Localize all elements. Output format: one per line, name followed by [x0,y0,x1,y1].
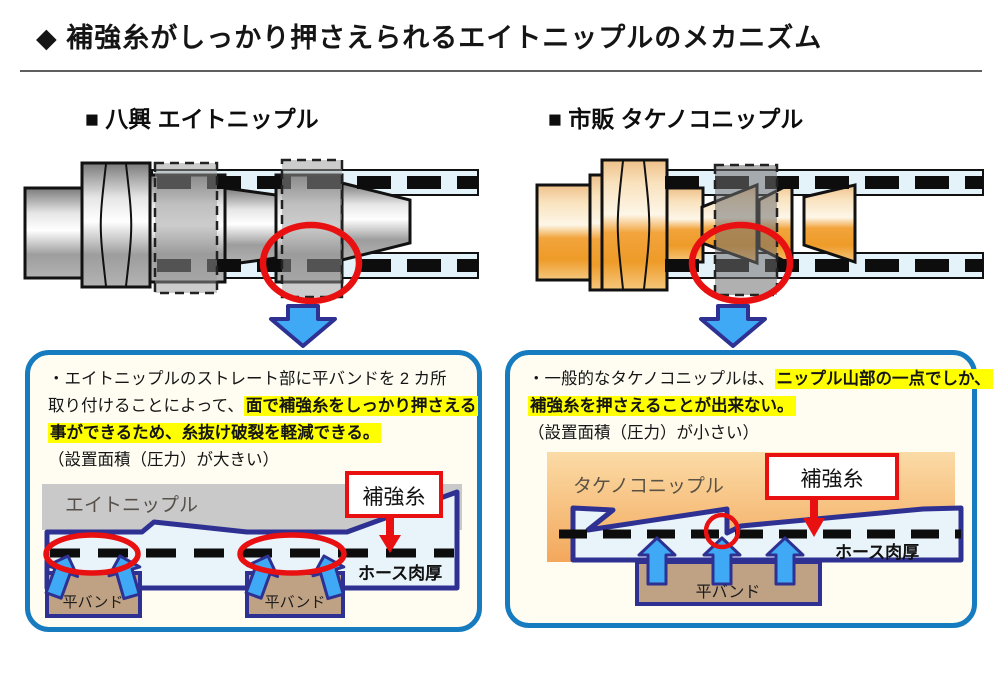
text-line: ・一般的なタケノコニップルは、ニップル山部の一点でしか、 [528,369,993,389]
thread-label: 補強糸 [363,486,426,509]
eight-nipple-cross-section: エイトニップル 平バンド 平バンド 補強糸 ホース肉厚 [42,471,462,618]
highlighted-text: ニップル山部の一点でしか、 [774,369,993,389]
hex-facet-line [125,163,133,287]
highlighted-text: 補強糸を押さえることが出来ない。 [528,396,796,416]
contact-ellipse-1 [43,532,141,576]
barb-cone-3 [802,183,857,265]
text-line: 取り付けることによって、面で補強糸をしっかり押さえる [48,396,479,416]
right-callout-text: ・一般的なタケノコニップルは、ニップル山部の一点でしか、 補強糸を押さえることが… [528,366,993,447]
down-arrow-right [699,304,767,348]
hex-facet-line [643,160,651,290]
highlighted-text: 事ができるため、糸抜け破裂を軽減できる。 [48,423,382,443]
highlighted-text: 面で補強糸をしっかり押さえる [243,396,479,416]
nipple-shaft [23,186,84,280]
hex-facet-line [616,160,624,290]
page-title: ◆ 補強糸がしっかり押さえられるエイトニップルのメカニズム [36,23,823,53]
down-arrow-left [269,304,337,348]
text-line: ・エイトニップルのストレート部に平バンドを 2 カ所 [48,370,447,388]
thread-label-box [765,453,899,500]
contact-ellipse-2 [237,532,347,576]
thread-label: 補強糸 [801,468,864,491]
thread-pointer-arrow [379,516,401,553]
band-label: 平バンド [696,584,761,601]
hex-facet-line [99,163,107,287]
nipple-hex-nut [80,161,152,289]
taper-cone-1 [223,186,278,267]
text-line: 事ができるため、糸抜け破裂を軽減できる。 [48,420,478,447]
nipple-hex-nut [600,158,669,292]
hose-thickness-label: ホース肉厚 [835,542,919,562]
highlight-ellipse [688,221,794,305]
eight-nipple-illustration [23,158,479,305]
press-arrows [637,536,805,586]
right-column-header: ■ 市販 タケノコニップル [548,106,804,132]
hose-thickness-label: ホース肉厚 [358,563,442,583]
band-label-2: 平バンド [265,594,326,611]
contact-point-circle [703,512,741,550]
takenoko-nipple-illustration [535,158,984,305]
band-label-1: 平バンド [63,594,124,611]
thread-pointer-arrow [803,500,825,537]
highlight-ellipse [259,221,363,305]
text-line: （設置面積（圧力）が小さい） [528,424,759,442]
flat-band-1 [153,161,219,295]
nipple-collar [588,173,604,292]
hose-wall-area [570,505,964,563]
thread-label-box [345,471,443,518]
nipple-label: エイトニップル [65,494,198,516]
nipple-shaft [535,183,599,282]
left-callout-text: ・エイトニップルのストレート部に平バンドを 2 カ所 取り付けることによって、面… [48,366,479,474]
left-column-header: ■ 八興 エイトニップル [85,106,319,132]
right-callout-box: ・一般的なタケノコニップルは、ニップル山部の一点でしか、 補強糸を押さえることが… [505,350,993,628]
text-line: 補強糸を押さえることが出来ない。 [528,393,993,420]
nipple-label: タケノコニップル [573,475,724,497]
text-line: （設置面積（圧力）が大きい） [48,451,279,469]
left-callout-box: ・エイトニップルのストレート部に平バンドを 2 カ所 取り付けることによって、面… [25,350,482,632]
takenoko-cross-section: タケノコニップル 平バンド 補強糸 ホース肉厚 [547,452,964,606]
title-underline [20,70,982,72]
